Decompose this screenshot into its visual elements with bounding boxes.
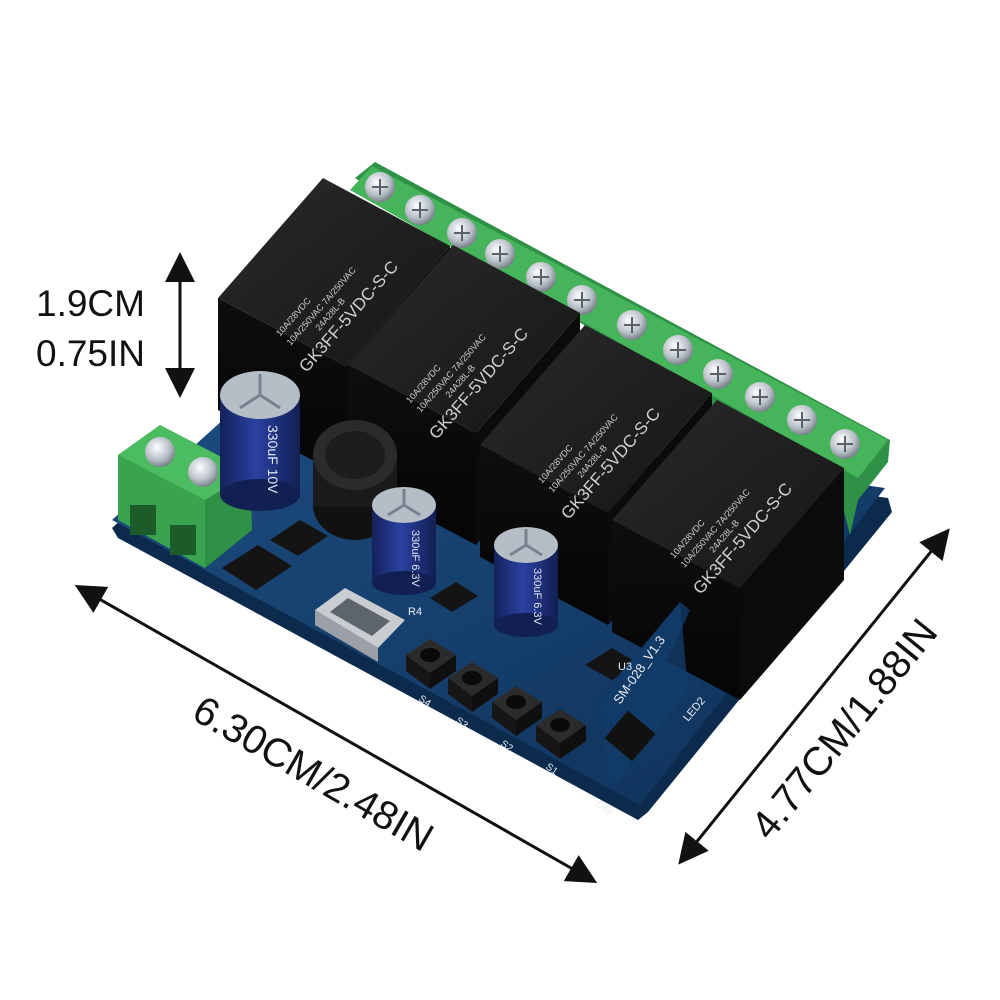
screw-icon	[188, 457, 218, 487]
width-arrow	[678, 528, 950, 865]
chip-label: U3	[618, 661, 632, 673]
capacitor-small-2-label: 330uF 6.3V	[531, 568, 543, 626]
capacitor-small-1-label: 330uF 6.3V	[409, 530, 421, 588]
capacitor-small-2: 330uF 6.3V	[494, 527, 558, 637]
dimension-height: 1.9CM 0.75IN	[36, 252, 195, 398]
resistor-label: R4	[408, 606, 422, 618]
length-label: 6.30CM/2.48IN	[186, 688, 441, 861]
capacitor-large: 330uF 10V	[220, 371, 300, 511]
height-label-in: 0.75IN	[36, 333, 145, 374]
terminal-block-left	[118, 425, 252, 568]
length-arrow	[74, 585, 598, 883]
inductor	[313, 420, 397, 540]
screw-icon	[145, 437, 175, 467]
height-label-cm: 1.9CM	[36, 283, 145, 324]
capacitor-large-label: 330uF 10V	[265, 425, 281, 494]
capacitor-small-1: 330uF 6.3V	[372, 487, 436, 595]
